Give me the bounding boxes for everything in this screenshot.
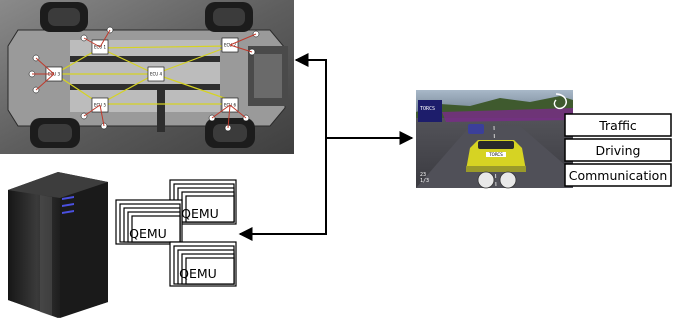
game-banner: TORCS [420, 106, 435, 112]
status-led-icon [62, 196, 74, 214]
speedometer-icon [477, 171, 517, 189]
panel-traffic-label: Traffic [598, 118, 637, 133]
qemu-label: QEMU [129, 226, 167, 241]
hud-lap: 1/3 [420, 178, 429, 184]
player-car-icon: TORCS [466, 140, 526, 172]
panel-driving: Driving [564, 138, 672, 162]
wheel-icon [205, 2, 253, 32]
arrow-to-car [294, 53, 327, 138]
panel-traffic: Traffic [564, 113, 672, 137]
server-tower-icon [8, 172, 108, 318]
qemu-label: QEMU [179, 266, 217, 281]
track-map-icon [553, 93, 567, 110]
qemu-stack: QEMU [169, 179, 237, 225]
wheel-icon [40, 2, 88, 32]
ecu-label: ECU 4 [150, 72, 163, 77]
wheel-icon [30, 118, 80, 148]
qemu-stack: QEMU [115, 199, 183, 245]
qemu-label: QEMU [181, 206, 219, 221]
arrow-to-emulators [238, 138, 327, 241]
hud-speed: 23 [420, 172, 426, 178]
qemu-stack: QEMU [169, 241, 237, 287]
ecu-box: ECU 4 [147, 66, 165, 82]
wheel-icon [205, 118, 255, 148]
car-chassis-photo: ECU 1 ECU 2 ECU 3 ECU 4 ECU 5 ECU 6 [0, 0, 294, 154]
connection-arrows [238, 53, 414, 241]
ecu-label: ECU 3 [48, 72, 61, 77]
panel-communication: Communication [564, 163, 672, 187]
opponent-car-icon [468, 124, 484, 134]
panel-communication-label: Communication [569, 168, 668, 183]
simulator-screenshot: TORCS TORCS 1/3 23 [416, 90, 573, 189]
panel-driving-label: Driving [596, 143, 641, 158]
sensor-wires [32, 29, 257, 129]
plate-text: TORCS [488, 152, 503, 157]
